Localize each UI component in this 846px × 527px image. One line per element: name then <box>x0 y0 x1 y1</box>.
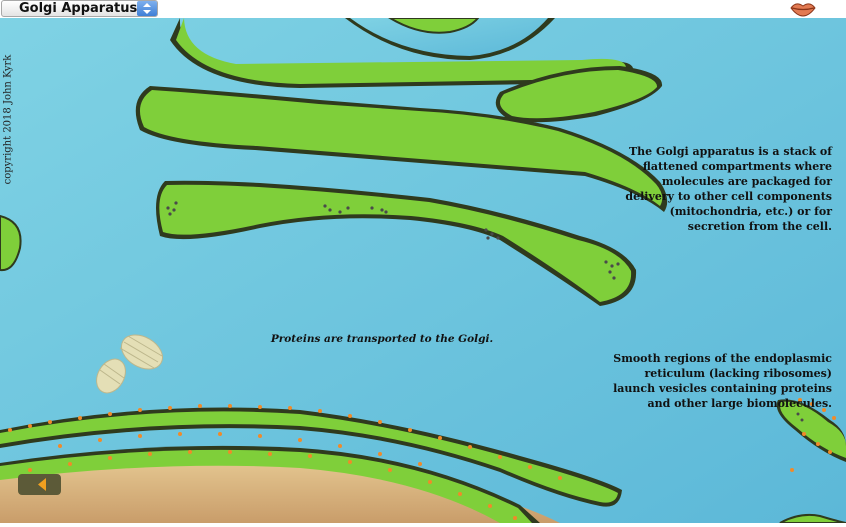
transport-vesicles <box>96 334 163 394</box>
vesicle-right <box>776 398 846 524</box>
protein-clusters <box>166 201 620 280</box>
golgi-cisterna-middle <box>135 66 668 212</box>
topic-select[interactable]: Golgi Apparatus <box>1 0 158 17</box>
golgi-illustration <box>0 17 846 524</box>
golgi-cisterna-top <box>170 17 633 88</box>
endoplasmic-reticulum <box>0 407 622 523</box>
ribosomes <box>8 404 794 520</box>
transport-caption: Proteins are transported to the Golgi. <box>270 333 494 345</box>
back-arrow-icon <box>38 478 46 491</box>
top-bar: Golgi Apparatus <box>0 0 846 18</box>
golgi-description: The Golgi apparatus is a stack of flatte… <box>625 145 832 233</box>
vesicle-fragment-left <box>0 214 22 272</box>
smooth-er-description: Smooth regions of the endoplasmic reticu… <box>613 352 832 410</box>
back-button[interactable] <box>18 474 61 495</box>
golgi-scene: copyright 2018 John Kyrk The Golgi appar… <box>0 17 846 524</box>
topic-select-label: Golgi Apparatus <box>19 1 138 16</box>
golgi-cisterna-lower <box>156 180 637 306</box>
up-down-arrows-icon[interactable] <box>137 1 157 16</box>
copyright-text: copyright 2018 John Kyrk <box>2 54 14 185</box>
lips-icon[interactable] <box>789 1 817 17</box>
